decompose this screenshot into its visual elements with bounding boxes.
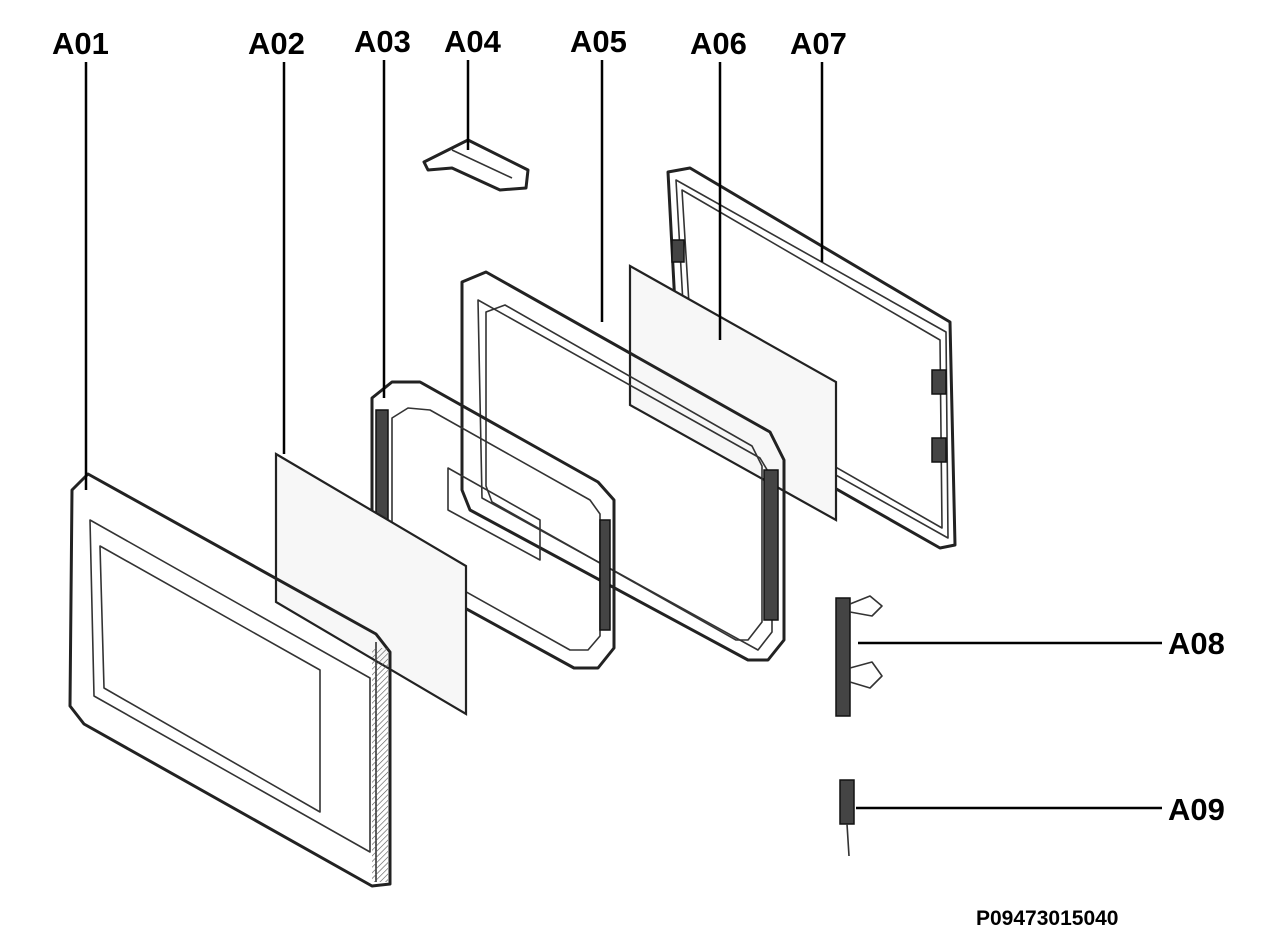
label-a03: A03 <box>354 24 411 59</box>
label-a05: A05 <box>570 24 627 59</box>
part-a08-handle <box>835 595 883 717</box>
part-a09-small-part <box>839 779 855 857</box>
label-a01: A01 <box>52 26 109 61</box>
leader-lines <box>84 60 1162 810</box>
label-a02: A02 <box>248 26 305 61</box>
label-a06: A06 <box>690 26 747 61</box>
part-a05-inner-frame <box>460 270 786 662</box>
label-a09: A09 <box>1168 792 1225 827</box>
label-a04: A04 <box>444 24 502 59</box>
part-a02-glass-pane <box>274 452 468 716</box>
drawing-code: P09473015040 <box>976 907 1118 930</box>
part-a06-glass-pane <box>628 264 838 522</box>
part-a01-outer-door <box>68 472 392 888</box>
label-a08: A08 <box>1168 626 1225 661</box>
label-a07: A07 <box>790 26 847 61</box>
part-a04-hinge-bracket <box>422 138 530 192</box>
